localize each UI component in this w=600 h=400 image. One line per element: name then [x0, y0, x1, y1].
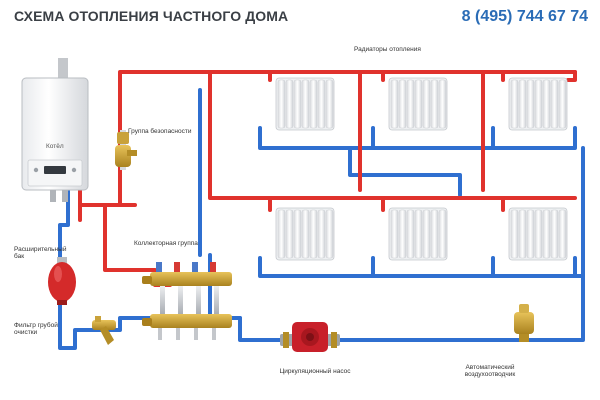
label-coarse-filter: Фильтр грубой очистки: [14, 322, 58, 337]
manifold-icon: [142, 262, 232, 340]
label-expansion-tank: Расширительный бак: [14, 246, 67, 261]
safety-valve-icon: [115, 130, 137, 170]
label-air-vent: Автоматический воздухоотводчик: [464, 364, 516, 379]
radiator-icon: [508, 207, 568, 261]
label-radiators: Радиаторы отопления: [354, 46, 421, 53]
label-collector-group: Коллекторная группа: [134, 240, 198, 247]
boiler: [21, 58, 89, 202]
expansion-tank-icon: [48, 257, 76, 305]
filter-icon: [92, 316, 116, 345]
label-safety-group: Группа безопасности: [128, 128, 192, 135]
radiators-group: [275, 77, 568, 261]
page-title: СХЕМА ОТОПЛЕНИЯ ЧАСТНОГО ДОМА: [14, 8, 289, 24]
radiator-icon: [275, 207, 335, 261]
label-boiler: Котёл: [46, 143, 64, 150]
radiator-icon: [388, 77, 448, 131]
phone-number[interactable]: 8 (495) 744 67 74: [461, 8, 588, 25]
supply-pipes: [78, 70, 577, 287]
pump-icon: [280, 322, 340, 352]
label-pump: Циркуляционный насос: [279, 368, 351, 375]
radiator-icon: [508, 77, 568, 131]
air-vent-icon: [514, 304, 534, 342]
radiator-icon: [388, 207, 448, 261]
radiator-icon: [275, 77, 335, 131]
